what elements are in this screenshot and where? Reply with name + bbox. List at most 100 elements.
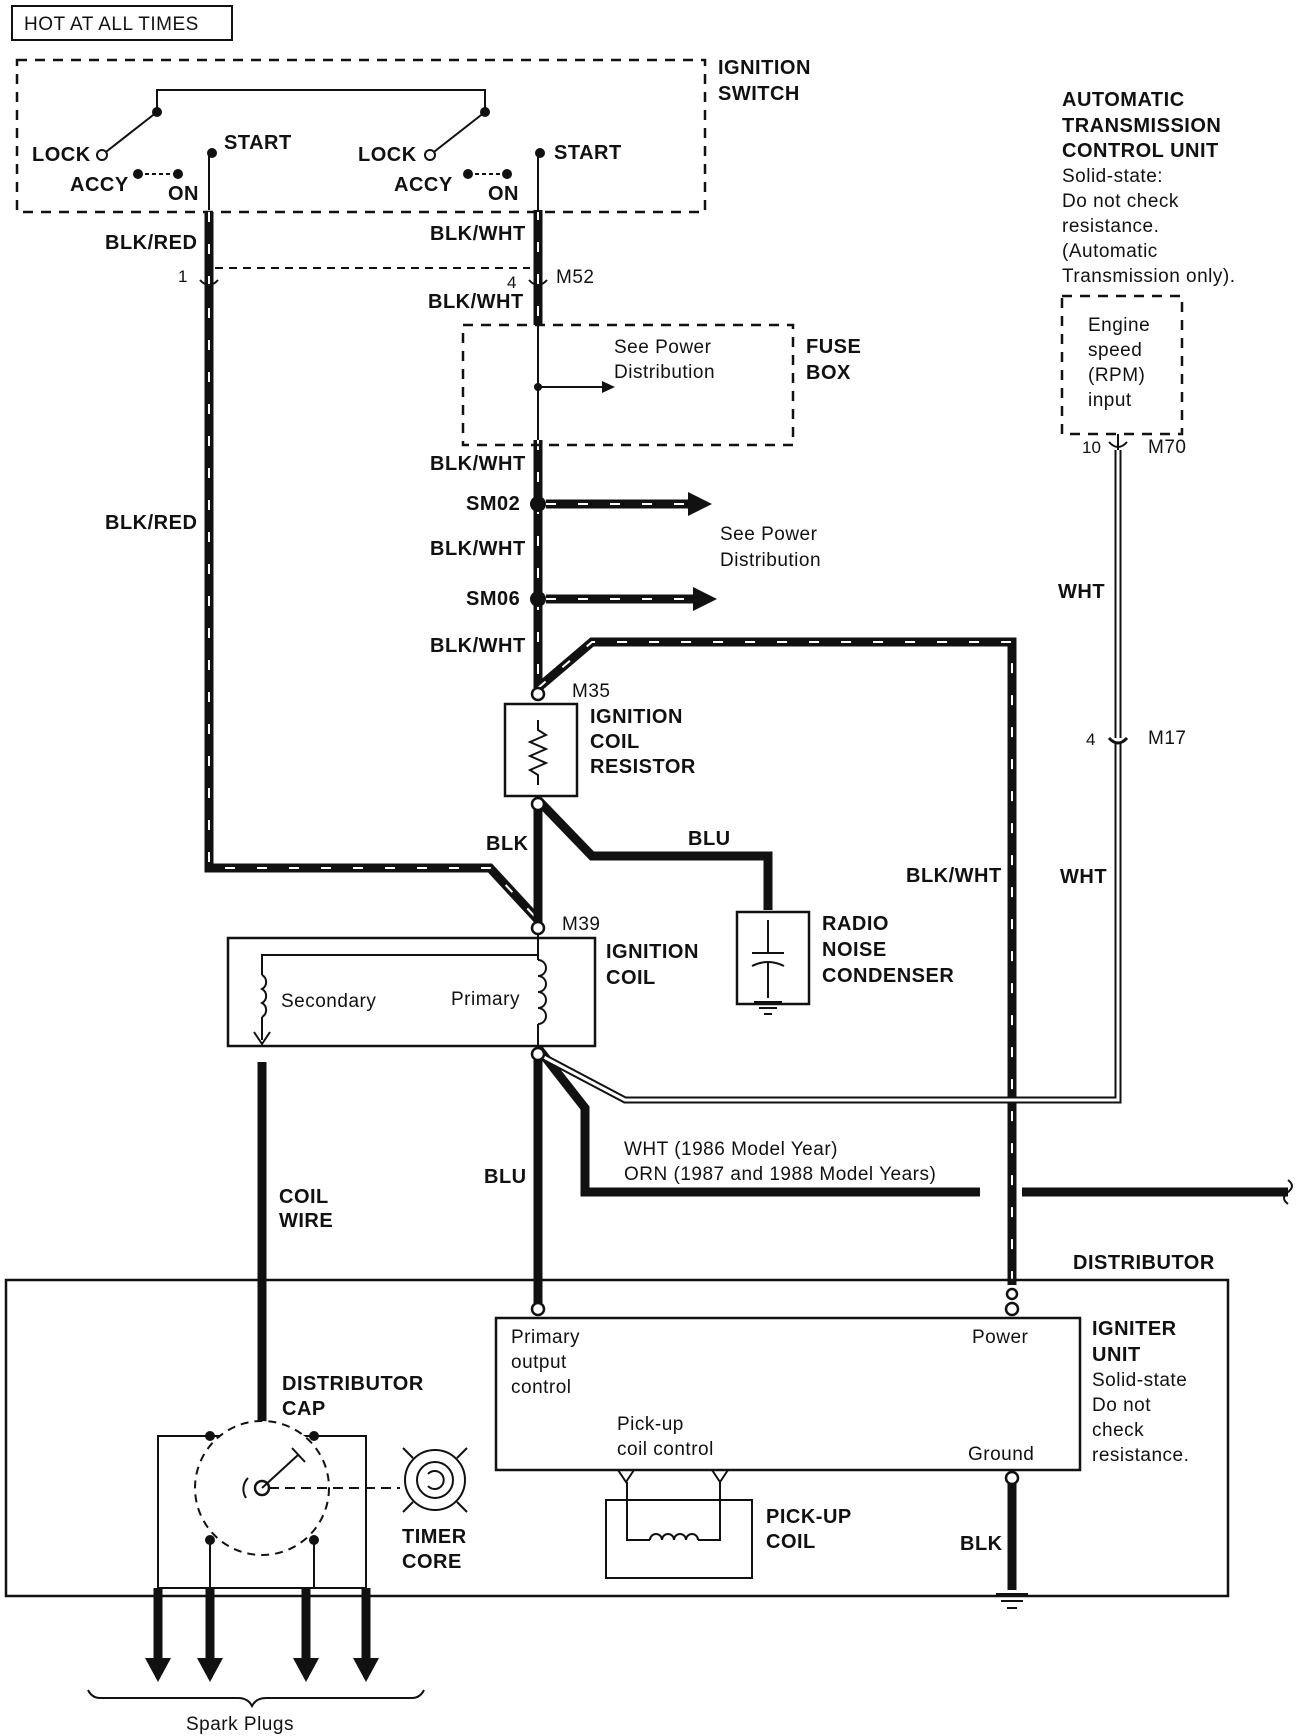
switch-right-lock: LOCK bbox=[358, 144, 417, 166]
ignition-coil-label-1: IGNITION bbox=[606, 941, 699, 963]
see-power-distribution-2: Distribution bbox=[720, 550, 821, 571]
igniter-ground-label: Ground bbox=[968, 1444, 1034, 1465]
primary-label: Primary bbox=[451, 989, 520, 1010]
ignition-coil-resistor: M35 IGNITION COIL RESISTOR bbox=[503, 681, 696, 812]
timer-core-label-1: TIMER bbox=[402, 1526, 467, 1548]
condenser-label-3: CONDENSER bbox=[822, 965, 954, 987]
ignition-switch: IGNITION SWITCH LOCK ACCY ON START LOCK … bbox=[15, 57, 811, 214]
fuse-box: FUSE BOX See Power Distribution bbox=[461, 323, 861, 447]
spark-plugs-label: Spark Plugs bbox=[186, 1714, 294, 1735]
blk-wht-branch-wire bbox=[535, 637, 1017, 1285]
distributor-label: DISTRIBUTOR bbox=[1073, 1252, 1215, 1274]
blk-red-wire bbox=[204, 155, 542, 924]
coil-wire-label-1: COIL bbox=[279, 1186, 329, 1208]
wht-label-2: WHT bbox=[1060, 866, 1107, 888]
splice-sm06: SM06 bbox=[466, 587, 717, 611]
blk-wht-label-branch: BLK/WHT bbox=[906, 865, 1002, 887]
rpm-input-4: input bbox=[1088, 390, 1132, 411]
atcu-title-3: CONTROL UNIT bbox=[1062, 140, 1219, 162]
blk-wht-label-2: BLK/WHT bbox=[428, 291, 524, 313]
atcu-note-1: Solid-state: bbox=[1062, 166, 1163, 187]
igniter-note-3: check bbox=[1092, 1420, 1144, 1441]
igniter-ground-icon bbox=[996, 1593, 1028, 1609]
switch-left-accy: ACCY bbox=[70, 174, 129, 196]
switch-left-lock: LOCK bbox=[32, 144, 91, 166]
secondary-label: Secondary bbox=[281, 991, 376, 1012]
switch-right-start: START bbox=[554, 142, 622, 164]
hot-at-all-times-box: HOT AT ALL TIMES bbox=[11, 5, 233, 41]
blk-label: BLK bbox=[486, 833, 529, 855]
splice-sm02: SM02 bbox=[466, 492, 712, 516]
atcu-note-3: resistance. bbox=[1062, 216, 1159, 237]
switch-right-on: ON bbox=[488, 183, 519, 205]
fuse-box-label-2: BOX bbox=[806, 362, 851, 384]
rpm-input-1: Engine bbox=[1088, 315, 1150, 336]
coil-wire-label-2: WIRE bbox=[279, 1210, 333, 1232]
pickup-coil: PICK-UP COIL bbox=[605, 1469, 852, 1579]
igniter-unit-label-1: IGNITER bbox=[1092, 1318, 1177, 1340]
blk-red-label-top: BLK/RED bbox=[105, 232, 197, 254]
m70-label: M70 bbox=[1148, 437, 1186, 458]
orn-tach-wire bbox=[534, 1045, 1293, 1205]
orn-model-year-note: ORN (1987 and 1988 Model Years) bbox=[624, 1164, 936, 1185]
primary-output-control-2: output bbox=[511, 1352, 567, 1373]
m17-label: M17 bbox=[1148, 728, 1186, 749]
ignition-coil-label-2: COIL bbox=[606, 967, 656, 989]
blk-ground-label: BLK bbox=[960, 1533, 1003, 1555]
igniter-unit-label-2: UNIT bbox=[1092, 1344, 1141, 1366]
m35-label: M35 bbox=[572, 681, 610, 702]
pickup-coil-control-1: Pick-up bbox=[617, 1414, 684, 1435]
radio-noise-condenser: RADIO NOISE CONDENSER bbox=[735, 910, 954, 1015]
condenser-label-1: RADIO bbox=[822, 913, 889, 935]
see-power-distribution-1: See Power bbox=[720, 524, 818, 545]
connector-m52: 1 4 M52 bbox=[178, 267, 594, 292]
atcu-note-2: Do not check bbox=[1062, 191, 1179, 212]
condenser-ground-icon bbox=[754, 1001, 782, 1015]
wht-model-year-note: WHT (1986 Model Year) bbox=[624, 1139, 838, 1160]
blk-wht-label-4: BLK/WHT bbox=[430, 538, 526, 560]
primary-output-control-1: Primary bbox=[511, 1327, 580, 1348]
wht-label-1: WHT bbox=[1058, 581, 1105, 603]
switch-left-start: START bbox=[224, 132, 292, 154]
sm06-label: SM06 bbox=[466, 588, 520, 610]
rpm-input-3: (RPM) bbox=[1088, 365, 1145, 386]
fuse-box-see-power-2: Distribution bbox=[614, 362, 715, 383]
atcu-title-2: TRANSMISSION bbox=[1062, 115, 1221, 137]
distributor: DISTRIBUTOR Primary output control Power… bbox=[4, 1252, 1230, 1609]
blk-red-label-mid: BLK/RED bbox=[105, 512, 197, 534]
atcu-title-1: AUTOMATIC bbox=[1062, 89, 1185, 111]
pickup-coil-label-1: PICK-UP bbox=[766, 1506, 852, 1528]
wht-rpm-wire bbox=[536, 450, 1122, 1104]
m39-label: M39 bbox=[562, 914, 600, 935]
ignition-coil: M39 IGNITION COIL Secondary Primary bbox=[226, 914, 699, 1062]
resistor-label-3: RESISTOR bbox=[590, 756, 696, 778]
timer-core: TIMER CORE bbox=[269, 1447, 468, 1573]
blk-wht-label-3: BLK/WHT bbox=[430, 453, 526, 475]
ignition-switch-label-1: IGNITION bbox=[718, 57, 811, 79]
pickup-coil-label-2: COIL bbox=[766, 1531, 816, 1553]
blk-wht-label-1: BLK/WHT bbox=[430, 223, 526, 245]
switch-right-accy: ACCY bbox=[394, 174, 453, 196]
spark-plug-leads: Spark Plugs bbox=[87, 1588, 425, 1735]
distributor-cap: DISTRIBUTOR CAP bbox=[157, 1373, 424, 1589]
distributor-cap-label-2: CAP bbox=[282, 1398, 326, 1420]
blu-label-condenser: BLU bbox=[688, 828, 731, 850]
pin-10-label: 10 bbox=[1082, 438, 1101, 457]
atcu-note-4: (Automatic bbox=[1062, 241, 1158, 262]
timer-core-label-2: CORE bbox=[402, 1551, 462, 1573]
pickup-coil-control-2: coil control bbox=[617, 1439, 714, 1460]
pin-1-label: 1 bbox=[178, 267, 187, 286]
igniter-note-4: resistance. bbox=[1092, 1445, 1189, 1466]
blu-wire-condenser bbox=[534, 796, 773, 910]
pin-4-label: 4 bbox=[507, 273, 516, 292]
resistor-label-2: COIL bbox=[590, 731, 640, 753]
fuse-box-see-power-1: See Power bbox=[614, 337, 712, 358]
pin-4-m17-label: 4 bbox=[1086, 730, 1095, 749]
igniter-power-label: Power bbox=[972, 1327, 1029, 1348]
fuse-box-label-1: FUSE bbox=[806, 336, 861, 358]
rpm-input-2: speed bbox=[1088, 340, 1142, 361]
igniter-note-2: Do not bbox=[1092, 1395, 1151, 1416]
m52-label: M52 bbox=[556, 267, 594, 288]
distributor-cap-label-1: DISTRIBUTOR bbox=[282, 1373, 424, 1395]
